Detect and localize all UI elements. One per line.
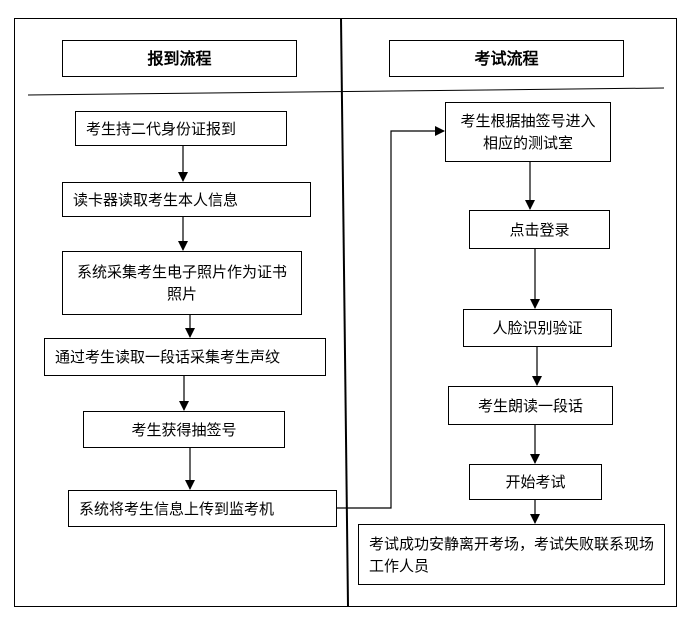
header-exam: 考试流程: [389, 40, 624, 77]
step-face-verification: 人脸识别验证: [463, 309, 612, 347]
header-separator: [27, 87, 665, 96]
step-draw-number: 考生获得抽签号: [83, 411, 285, 448]
outer-frame: [14, 18, 677, 607]
column-divider: [340, 17, 349, 607]
step-start-exam: 开始考试: [469, 464, 602, 500]
header-exam-label: 考试流程: [474, 48, 539, 68]
step-exam-result: 考试成功安静离开考场，考试失败联系现场工作人员: [358, 524, 665, 585]
header-registration-label: 报到流程: [147, 48, 212, 68]
step-click-login: 点击登录: [469, 210, 610, 249]
arrow-cross-column: [337, 126, 445, 509]
step-check-in-with-id: 考生持二代身份证报到: [75, 111, 287, 146]
step-enter-room: 考生根据抽签号进入相应的测试室: [445, 102, 611, 162]
step-voiceprint: 通过考生读取一段话采集考生声纹: [44, 338, 326, 376]
header-registration: 报到流程: [62, 40, 297, 77]
step-upload-to-proctor: 系统将考生信息上传到监考机: [68, 490, 337, 527]
step-photo-capture: 系统采集考生电子照片作为证书照片: [62, 251, 302, 315]
step-read-passage: 考生朗读一段话: [448, 386, 613, 425]
step-card-reader: 读卡器读取考生本人信息: [62, 182, 311, 217]
